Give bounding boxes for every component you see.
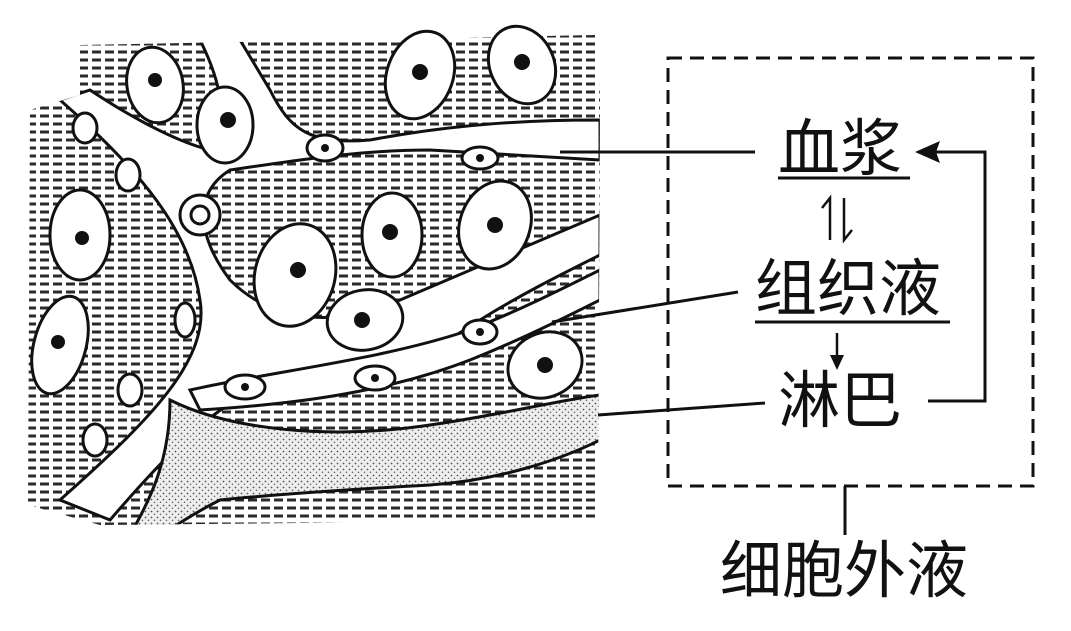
tissue-fluid-leader-line	[551, 290, 739, 324]
lymphatic-vessel	[127, 393, 600, 525]
blood-cell-nuclei	[241, 144, 484, 391]
tissue-fluid-label: 组织液	[755, 252, 942, 325]
exchange-arrows	[821, 194, 853, 244]
lymph-label: 淋巴	[778, 364, 903, 437]
lower-vessel	[187, 267, 600, 412]
plasma-label: 血浆	[778, 112, 903, 185]
lymph-leader-line	[597, 401, 766, 417]
cell-nuclei	[51, 54, 553, 373]
extracellular-fluid-label: 细胞外液	[720, 534, 969, 607]
lymph-to-plasma-path	[928, 150, 987, 403]
blood-cells	[71, 111, 500, 458]
interstitial-space	[28, 35, 600, 525]
tissue-to-lymph-arrowhead	[830, 355, 844, 370]
extracellular-fluid-box	[666, 56, 1035, 488]
lymph-to-plasma-arrowhead	[915, 141, 940, 163]
